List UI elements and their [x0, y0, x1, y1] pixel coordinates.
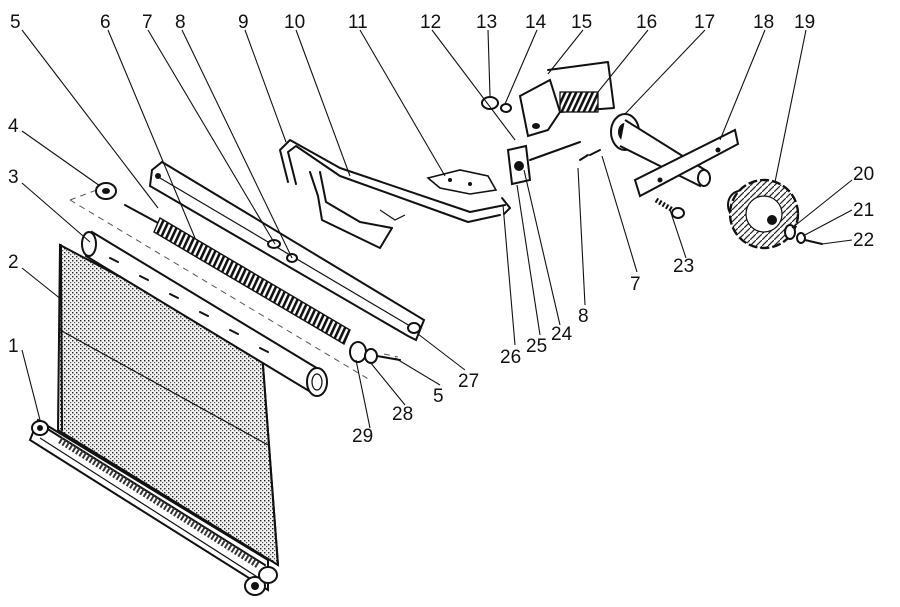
spring-bracket-part [481, 61, 615, 138]
callout-1: 1 [8, 336, 19, 357]
frame-arm-part [148, 160, 426, 342]
roller-tube-part [81, 230, 328, 397]
lever-rod-part [279, 139, 506, 249]
callout-14: 14 [525, 12, 547, 33]
callout-20: 20 [853, 164, 874, 185]
washer-part [95, 182, 117, 200]
callout-7-right: 7 [630, 274, 641, 295]
callout-5-left: 5 [10, 12, 21, 33]
bottom-bar-part [28, 418, 278, 596]
callout-18: 18 [753, 12, 774, 33]
callout-5-right: 5 [433, 386, 444, 407]
callout-6: 6 [100, 12, 111, 33]
callout-29: 29 [352, 426, 373, 447]
callout-15: 15 [571, 12, 592, 33]
screw-part [654, 197, 685, 219]
callout-2: 2 [8, 252, 19, 273]
callout-21: 21 [853, 200, 874, 221]
callout-24: 24 [551, 324, 573, 345]
callout-25: 25 [526, 336, 547, 357]
leader-lines [21, 29, 853, 429]
callout-8-right: 8 [578, 306, 589, 327]
callout-22: 22 [853, 230, 874, 251]
callout-7-left: 7 [142, 12, 153, 33]
callout-13: 13 [476, 12, 497, 33]
callout-26: 26 [500, 347, 521, 368]
callout-labels: 1 2 3 4 5 5 6 7 7 8 8 9 10 11 12 13 14 1… [8, 12, 874, 447]
callout-9: 9 [238, 12, 249, 33]
callout-10: 10 [284, 12, 305, 33]
callout-28: 28 [392, 404, 413, 425]
callout-17: 17 [694, 12, 715, 33]
callout-23: 23 [673, 256, 694, 277]
knob-fastener-part [784, 224, 823, 245]
mounting-plate-part [633, 128, 740, 198]
callout-11: 11 [348, 12, 368, 33]
callout-12: 12 [420, 12, 441, 33]
callout-19: 19 [794, 12, 815, 33]
callout-8-left: 8 [175, 12, 186, 33]
spring-part [124, 204, 351, 346]
callout-27: 27 [458, 371, 479, 392]
knob-part [727, 178, 800, 250]
hinge-block-part [501, 141, 581, 215]
callout-3: 3 [8, 167, 19, 188]
callout-4: 4 [8, 116, 19, 137]
end-cap-part [349, 341, 401, 364]
callout-16: 16 [636, 12, 657, 33]
bracket-plate-part [426, 169, 498, 195]
